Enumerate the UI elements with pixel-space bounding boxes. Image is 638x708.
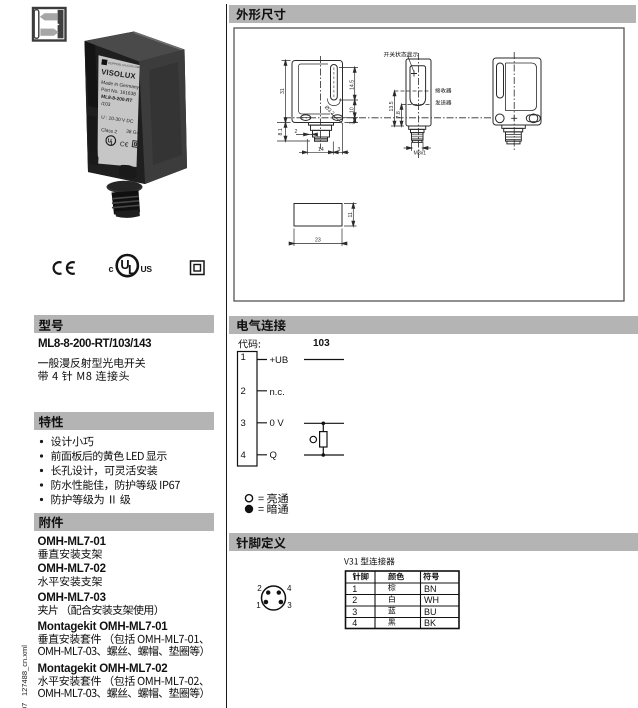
svg-text:31: 31 bbox=[280, 88, 286, 94]
svg-text:38 G4: 38 G4 bbox=[126, 129, 140, 137]
svg-text:7.8: 7.8 bbox=[396, 111, 402, 118]
svg-text:/103: /103 bbox=[101, 101, 111, 108]
svg-text:PEPPERL+FUCHS GROUP: PEPPERL+FUCHS GROUP bbox=[108, 61, 146, 70]
svg-text:Class 2: Class 2 bbox=[101, 127, 118, 135]
svg-text:L: L bbox=[110, 141, 115, 147]
svg-text:3: 3 bbox=[338, 147, 341, 153]
svg-text:ML8-8-200-RT: ML8-8-200-RT bbox=[101, 94, 133, 104]
svg-text:US: US bbox=[141, 264, 153, 274]
svg-text:11: 11 bbox=[348, 212, 354, 217]
svg-text:L: L bbox=[128, 262, 136, 277]
svg-text:U : 10-30 V DC: U : 10-30 V DC bbox=[101, 115, 135, 126]
svg-text:3: 3 bbox=[350, 122, 356, 125]
svg-text:c: c bbox=[109, 264, 114, 274]
svg-text:U: U bbox=[120, 257, 129, 272]
svg-text:C€: C€ bbox=[119, 141, 129, 149]
svg-text:10: 10 bbox=[350, 107, 356, 113]
svg-text:2: 2 bbox=[295, 129, 298, 135]
svg-text:13.5: 13.5 bbox=[389, 101, 395, 111]
svg-text:Made in Germany: Made in Germany bbox=[101, 80, 140, 91]
svg-text:8.1: 8.1 bbox=[278, 128, 284, 135]
svg-text:14.5: 14.5 bbox=[350, 80, 356, 90]
svg-text:M8x1: M8x1 bbox=[414, 151, 427, 157]
svg-text:23: 23 bbox=[315, 238, 321, 244]
svg-text:U: U bbox=[107, 138, 112, 145]
svg-text:14: 14 bbox=[318, 147, 324, 153]
svg-text:Part No. 161638: Part No. 161638 bbox=[101, 87, 137, 98]
